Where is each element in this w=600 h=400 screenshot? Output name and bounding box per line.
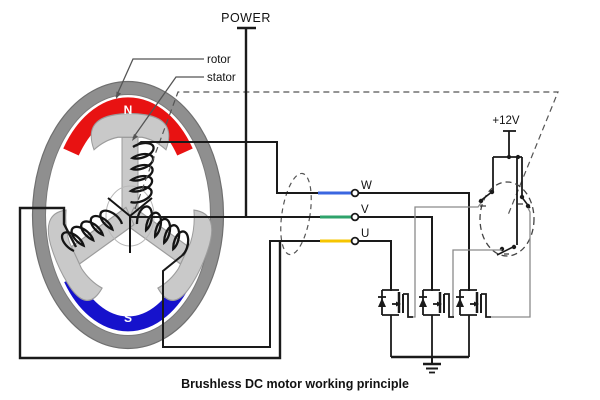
gate-signal-3: [491, 207, 531, 318]
stator-ring-inner-edge: [45, 94, 211, 336]
phase-w-motor-lead: [135, 141, 318, 194]
phase-drain-wires: [359, 192, 470, 291]
stator-leader-line: [132, 76, 204, 139]
switch-icon-bottom: [496, 244, 517, 256]
junction-dot: [515, 154, 521, 160]
terminal-u: [350, 236, 360, 246]
phase-w-label: W: [361, 180, 372, 192]
mosfet-icon-u: [376, 288, 415, 359]
phase-wiring: [18, 141, 320, 360]
gate-signal-1: [413, 202, 482, 318]
phase-u-motor-lead: [162, 240, 320, 348]
supply-node: [492, 130, 523, 245]
ground-icon: [423, 357, 441, 374]
terminal-w: [350, 188, 360, 198]
phase-v-label: V: [361, 204, 369, 216]
wire-bundle-ellipse: [280, 172, 312, 256]
switch-icon-upper-left: [478, 189, 495, 207]
north-label: N: [124, 103, 133, 117]
stator-label: stator: [207, 72, 236, 84]
diagram-caption: Brushless DC motor working principle: [181, 377, 409, 391]
south-label: S: [124, 311, 132, 325]
gate-signal-lines: [413, 202, 531, 318]
power-feed: [237, 26, 256, 217]
junction-dot: [506, 154, 512, 160]
rotor-leader-arrowhead: [116, 91, 121, 99]
phase-u-drain-wire: [359, 240, 392, 291]
rotor-label: rotor: [207, 54, 231, 66]
rotor-position-link-dashed: [134, 91, 559, 216]
stator-ring: [32, 81, 224, 349]
terminal-v: [350, 212, 360, 222]
commutator-circle-dashed: [479, 181, 535, 257]
phase-u-label: U: [361, 228, 369, 240]
return-loop-wire: [18, 206, 282, 360]
rotor-leader-line: [115, 58, 204, 98]
mosfet-icon-v: [417, 288, 456, 359]
stator-leader-arrowhead: [132, 134, 138, 141]
power-label: POWER: [221, 11, 271, 25]
mosfet-icon-w: [454, 288, 493, 359]
phase-v-drain-wire: [359, 216, 433, 291]
switch-icon-upper-right: [518, 194, 531, 209]
magnet-north-arc: [63, 97, 193, 156]
supply-label: +12V: [492, 115, 520, 127]
motor-section: N S: [31, 80, 225, 350]
armature-pole-top: [90, 112, 170, 217]
stator-ring-outer-edge: [31, 80, 225, 350]
callouts: [115, 58, 204, 141]
phase-w-drain-wire: [359, 192, 470, 291]
